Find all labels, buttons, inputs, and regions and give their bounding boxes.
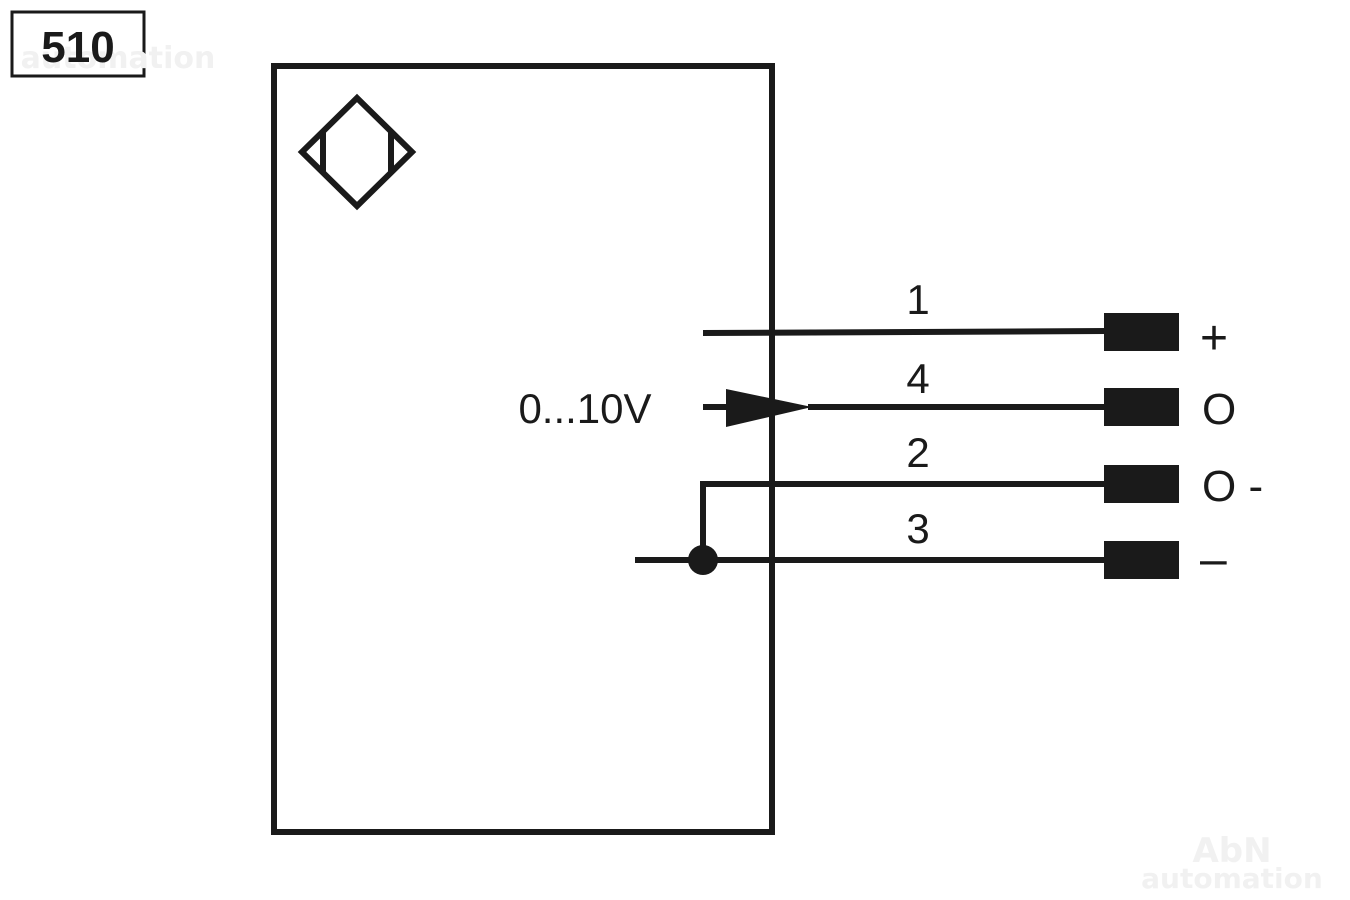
terminal-label-output: O <box>1202 385 1236 434</box>
output-arrow-icon <box>726 389 812 427</box>
junction-dot <box>688 545 718 575</box>
wire-1 <box>702 328 1107 336</box>
diagram-code-badge <box>10 10 146 78</box>
wire-2 <box>700 481 1106 560</box>
watermark-brand: AbN <box>1192 831 1271 871</box>
terminal-block-2 <box>1104 465 1179 503</box>
diagram-code: 510 <box>41 23 114 72</box>
pin-number-3: 3 <box>906 505 929 552</box>
terminal-block-3 <box>1104 541 1179 579</box>
sensor-body <box>271 63 775 835</box>
terminal-block-1 <box>1104 313 1179 351</box>
pin-number-2: 2 <box>906 429 929 476</box>
terminal-label-minus: – <box>1200 533 1227 586</box>
terminal-label-output-minus: O - <box>1202 462 1263 511</box>
inductive-sensor-icon <box>297 93 417 211</box>
pin-number-1: 1 <box>906 276 929 323</box>
terminal-label-plus: + <box>1200 312 1228 365</box>
signal-label: 0...10V <box>518 385 651 432</box>
pin-number-4: 4 <box>906 355 929 402</box>
terminal-block-4 <box>1104 388 1179 426</box>
watermark-sub: automation <box>1141 862 1323 895</box>
diagram-code-watermark: automation <box>21 41 216 76</box>
